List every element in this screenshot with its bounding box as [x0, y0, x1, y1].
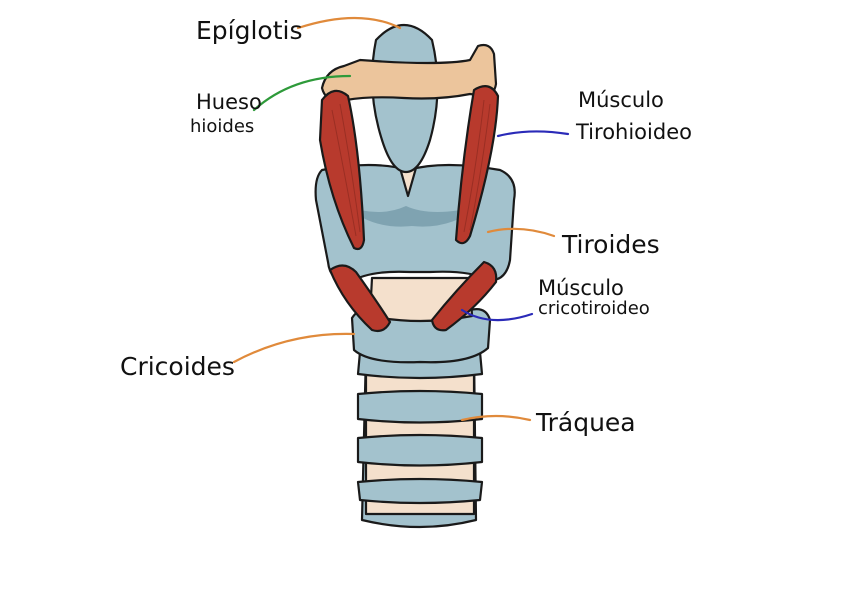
leader-lines	[232, 16, 570, 422]
leader-thyrohyoid	[496, 130, 570, 138]
leader-hyoid	[252, 74, 352, 112]
label-thyroid: Tiroides	[562, 230, 660, 259]
cricothyroid-muscle-right	[430, 260, 498, 332]
label-thyrohyoid-line2: Tirohioideo	[576, 120, 692, 144]
label-trachea: Tráquea	[536, 408, 636, 437]
label-epiglottis: Epíglotis	[196, 16, 303, 45]
thyrohyoid-muscle-left	[318, 89, 366, 251]
leader-cricoid	[232, 332, 356, 364]
leader-cricothyroid	[460, 308, 534, 322]
label-hyoid-line1: Hueso	[196, 90, 262, 114]
cricothyroid-muscle-left	[328, 264, 392, 333]
leader-thyroid	[486, 227, 556, 238]
label-cricoid: Cricoides	[120, 352, 235, 381]
thyroid-notch-shadow	[346, 206, 480, 227]
label-hyoid-line2: hioides	[190, 116, 255, 137]
label-cricothyroid-line1: Músculo	[538, 276, 624, 300]
label-thyrohyoid-line1: Músculo	[578, 88, 664, 112]
leader-epiglottis	[296, 16, 402, 30]
label-cricothyroid-line2: cricotiroideo	[538, 298, 650, 319]
leader-trachea	[460, 414, 532, 422]
thyroid-notch	[398, 166, 418, 198]
